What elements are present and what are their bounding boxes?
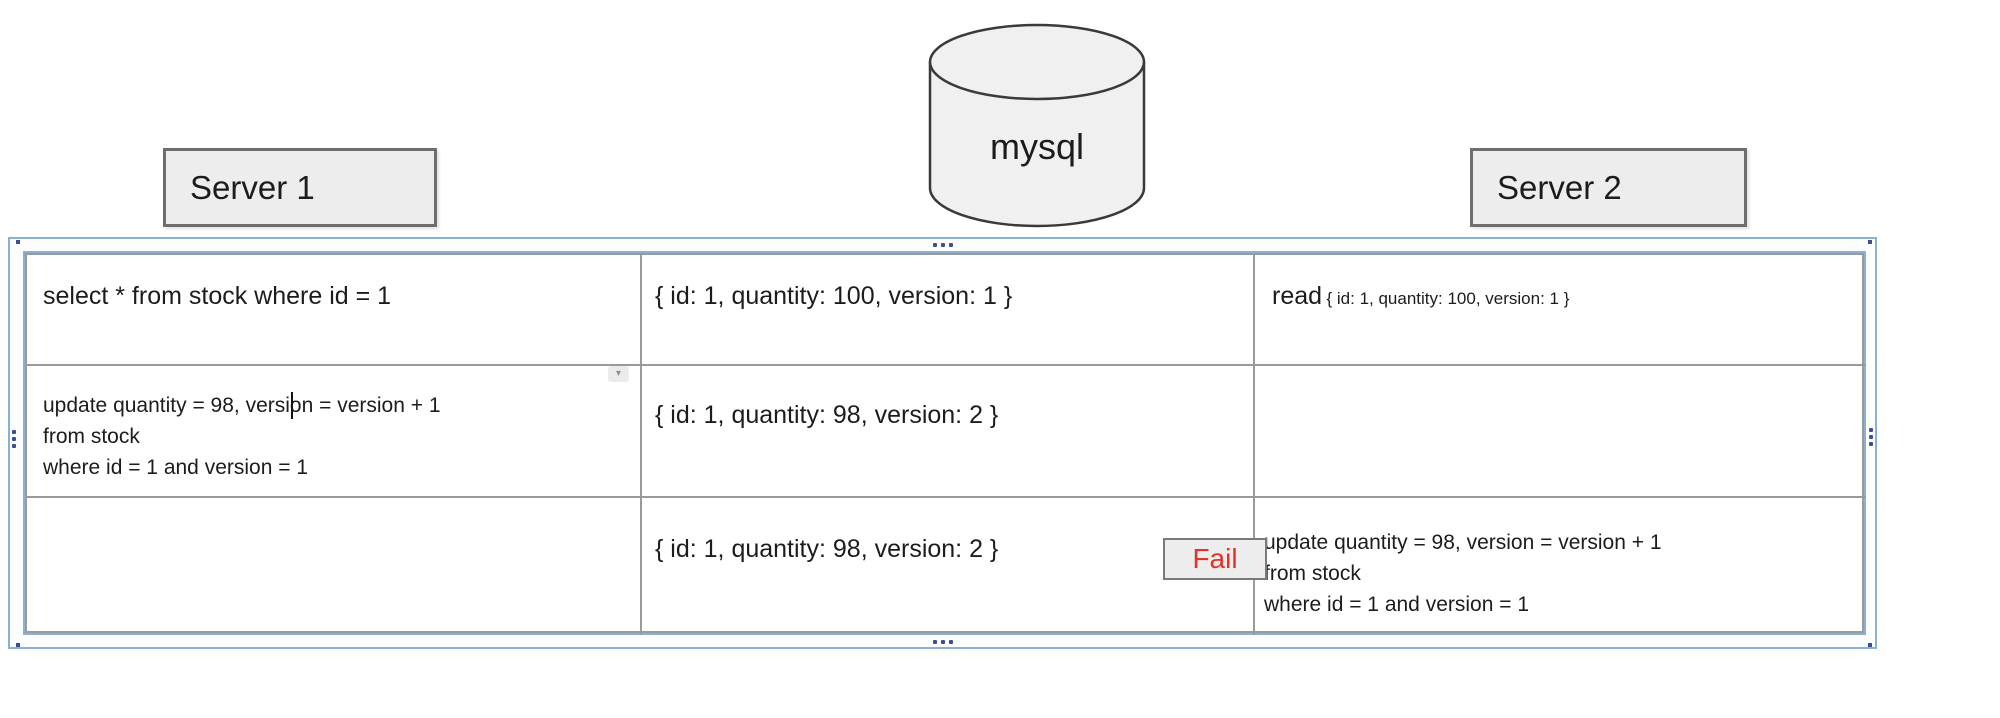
drag-handle-right-icon[interactable] (1869, 428, 1873, 446)
resize-handle-bottom-left[interactable] (16, 643, 20, 647)
cell-row3-server2[interactable]: update quantity = 98, version = version … (1255, 498, 1866, 635)
server2-label: Server 2 (1497, 169, 1622, 206)
sql-update-line2: from stock (43, 425, 140, 448)
drag-handle-bottom-icon[interactable] (933, 640, 953, 644)
cell-row1-mysql-state[interactable]: { id: 1, quantity: 100, version: 1 } (642, 255, 1255, 366)
resize-handle-top-left[interactable] (16, 240, 20, 244)
chevron-down-icon: ▾ (615, 368, 622, 379)
read-result-text: { id: 1, quantity: 100, version: 1 } (1326, 289, 1570, 308)
sql-update-line2: from stock (1264, 562, 1361, 585)
sql-update-line3: where id = 1 and version = 1 (1264, 593, 1530, 616)
optimistic-lock-table: select * from stock where id = 1 { id: 1… (25, 253, 1866, 635)
sql-update-line1: update quantity = 98, version = version … (1264, 531, 1662, 554)
server1-label: Server 1 (190, 169, 315, 206)
drag-handle-left-icon[interactable] (12, 430, 16, 448)
text-cursor (291, 392, 293, 419)
drag-handle-top-icon[interactable] (933, 243, 953, 247)
database-icon (928, 23, 1146, 228)
database-cylinder-shape[interactable] (927, 22, 1147, 232)
fail-badge-label: Fail (1192, 543, 1238, 574)
cell-row2-server1[interactable]: update quantity = 98, version = version … (27, 366, 642, 498)
resize-handle-top-right[interactable] (1868, 240, 1872, 244)
db-state-text: { id: 1, quantity: 98, version: 2 } (655, 535, 999, 563)
server2-box[interactable]: Server 2 (1470, 148, 1747, 227)
db-state-text: { id: 1, quantity: 100, version: 1 } (655, 282, 1013, 310)
read-action-text: read (1272, 282, 1323, 310)
cell-row2-server2[interactable] (1255, 366, 1866, 498)
cell-row1-server2[interactable]: read { id: 1, quantity: 100, version: 1 … (1255, 255, 1866, 366)
database-label: mysql (989, 126, 1084, 167)
server1-box[interactable]: Server 1 (163, 148, 437, 227)
sql-update-line1: update quantity = 98, version = version … (43, 394, 441, 417)
cell-row2-mysql-state[interactable]: { id: 1, quantity: 98, version: 2 } (642, 366, 1255, 498)
sql-select-statement: select * from stock where id = 1 (43, 282, 392, 310)
sql-update-line3: where id = 1 and version = 1 (43, 456, 309, 479)
db-state-text: { id: 1, quantity: 98, version: 2 } (655, 401, 999, 429)
cell-dropdown-chip[interactable]: ▾ (608, 366, 629, 382)
fail-badge[interactable]: Fail (1163, 538, 1267, 580)
resize-handle-bottom-right[interactable] (1868, 643, 1872, 647)
cell-row1-server1[interactable]: select * from stock where id = 1 (27, 255, 642, 366)
cell-row3-server1[interactable] (27, 498, 642, 635)
